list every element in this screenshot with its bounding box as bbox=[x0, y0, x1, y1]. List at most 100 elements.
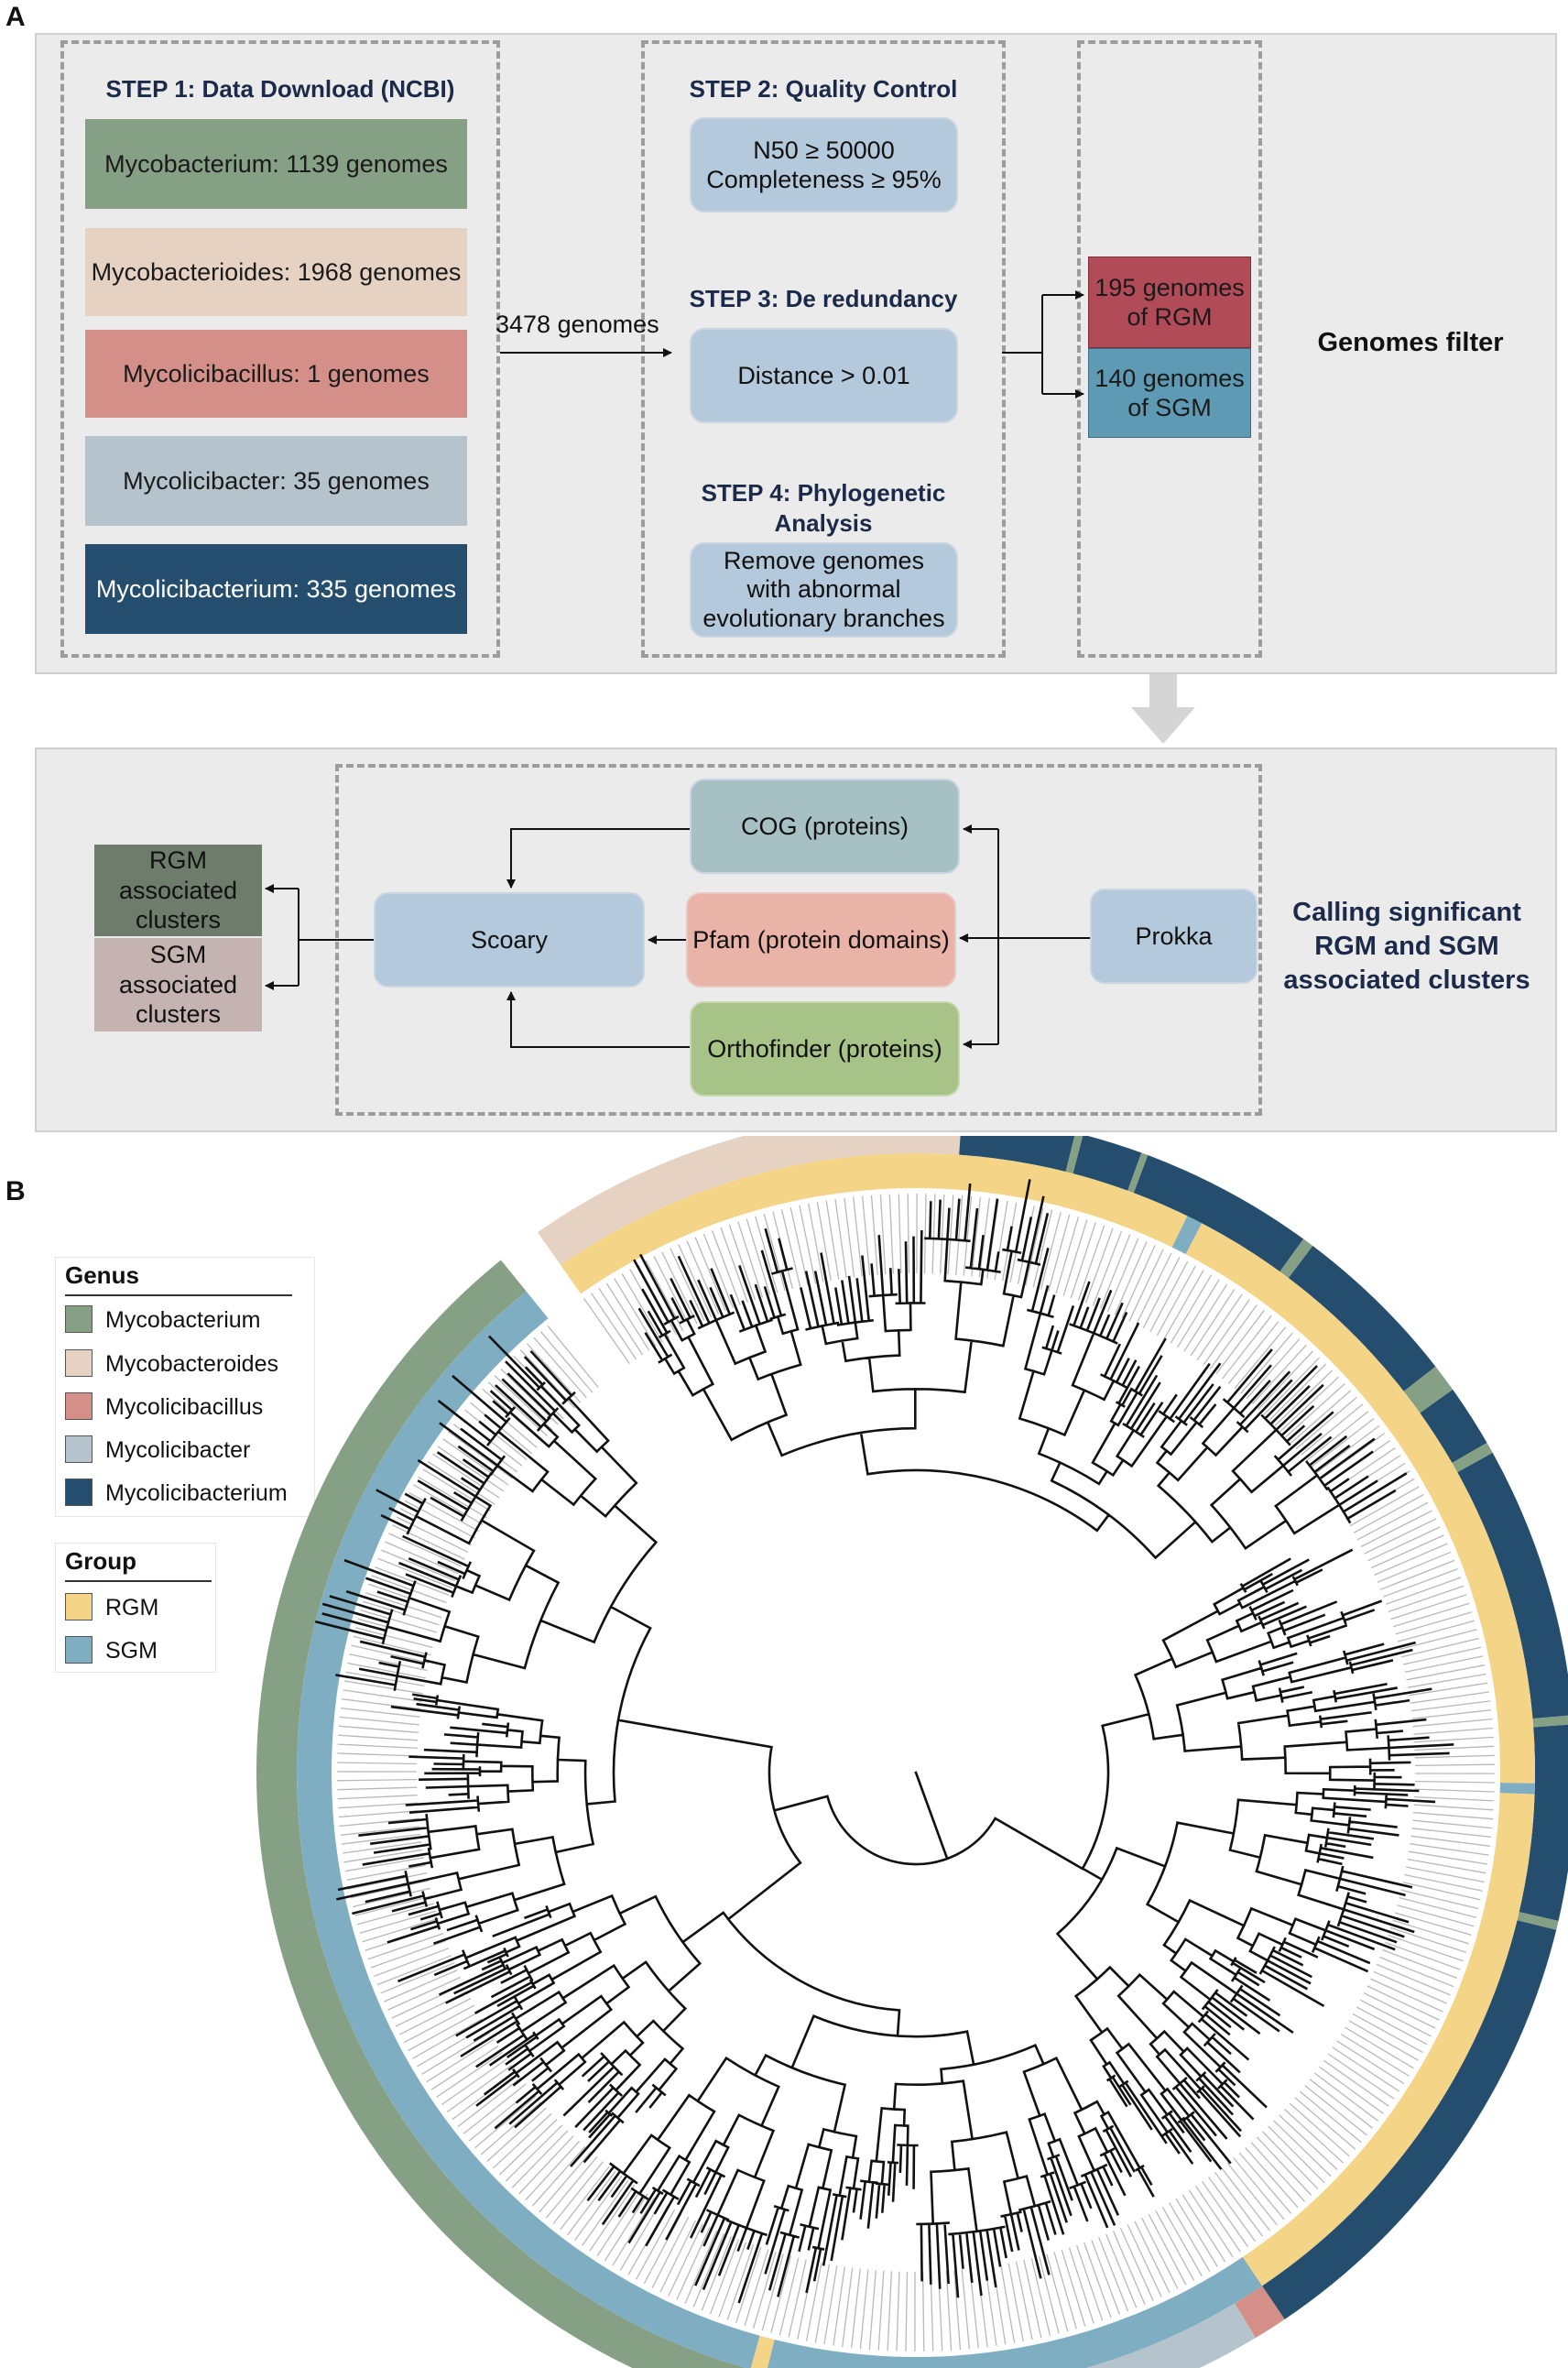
genus-ring-segment bbox=[1420, 1389, 1487, 1463]
genus-ring-segment bbox=[1519, 1724, 1568, 1921]
step1-title: STEP 1: Data Download (NCBI) bbox=[105, 75, 455, 103]
genus-box-mycobacterioides: Mycobacterioides: 1968 genomes bbox=[85, 228, 467, 316]
genus-ring-segment bbox=[1452, 1443, 1493, 1473]
group-ring-segment bbox=[297, 1291, 760, 2368]
quality-control-box: N50 ≥ 50000 Completeness ≥ 95% bbox=[690, 117, 958, 213]
genus-legend-rule bbox=[65, 1294, 292, 1296]
calling-line3: associated clusters bbox=[1283, 966, 1530, 996]
legend-label-mycobacterium: Mycobacterium bbox=[105, 1307, 261, 1333]
group-legend: Group RGM SGM bbox=[55, 1543, 216, 1673]
rgm-clusters-box: RGM associated clusters bbox=[94, 845, 262, 936]
step4-box-line1: Remove genomes bbox=[723, 547, 925, 575]
panel-b-letter: B bbox=[5, 1176, 26, 1206]
step2-title: STEP 2: Quality Control bbox=[689, 75, 958, 103]
group-ring-segment bbox=[1185, 1223, 1535, 1784]
down-arrow-icon bbox=[1131, 674, 1195, 744]
sgm-genomes-line1: 140 genomes bbox=[1094, 364, 1245, 392]
tree-branches bbox=[314, 1179, 1454, 2304]
group-ring bbox=[297, 1153, 1535, 2368]
group-ring-segment bbox=[1171, 1216, 1203, 1255]
step4-box-line2: with abnormal bbox=[746, 575, 901, 604]
genus-box-mycolicibacillus: Mycolicibacillus: 1 genomes bbox=[85, 330, 467, 418]
group-legend-rule bbox=[65, 1580, 212, 1582]
rgm-genomes-line2: of RGM bbox=[1127, 303, 1213, 331]
group-ring-segment bbox=[561, 1153, 1188, 1294]
genus-box-mycolicibacter: Mycolicibacter: 35 genomes bbox=[85, 436, 467, 526]
calling-line1: Calling significant bbox=[1292, 898, 1521, 927]
genus-ring-segment bbox=[1127, 1152, 1149, 1194]
step4-box-line3: evolutionary branches bbox=[702, 604, 945, 632]
cog-box: COG (proteins) bbox=[690, 779, 960, 874]
pfam-box: Pfam (protein domains) bbox=[686, 892, 956, 988]
leaf-labels bbox=[336, 1193, 1496, 2352]
genomes-filter-label: Genomes filter bbox=[1317, 328, 1504, 357]
rgm-clusters-line3: clusters bbox=[135, 906, 222, 934]
genus-ring-segment bbox=[1086, 2303, 1256, 2368]
rgm-genomes-line1: 195 genomes bbox=[1094, 273, 1245, 301]
legend-label-rgm: RGM bbox=[105, 1595, 159, 1620]
genus-ring-segment bbox=[1517, 1912, 1559, 1930]
genus-ring-segment bbox=[1403, 1366, 1454, 1413]
sgm-genomes-line2: of SGM bbox=[1127, 394, 1212, 421]
genus-ring-segment bbox=[959, 1136, 1075, 1173]
genus-ring-segment bbox=[538, 1136, 961, 1266]
genus-ring-segment bbox=[1457, 1452, 1568, 1719]
step1-dashed-group bbox=[60, 40, 500, 658]
genus-box-mycolicibacterium: Mycolicibacterium: 335 genomes bbox=[85, 544, 467, 634]
qc-criterion-completeness: Completeness ≥ 95% bbox=[706, 166, 942, 193]
legend-label-sgm: SGM bbox=[105, 1638, 158, 1664]
genus-ring-segment bbox=[1235, 2286, 1285, 2339]
genus-ring-segment bbox=[256, 1260, 746, 2368]
sgm-clusters-line1: SGM bbox=[149, 941, 207, 969]
legend-label-mycolicibacterium: Mycolicibacterium bbox=[105, 1480, 288, 1506]
genus-legend: Genus Mycobacterium Mycobacteroides Myco… bbox=[55, 1257, 315, 1517]
qc-criterion-n50: N50 ≥ 50000 bbox=[753, 136, 895, 164]
phylogenetic-tree bbox=[256, 1136, 1568, 2368]
leaf-label-ticks bbox=[336, 1193, 1496, 2352]
genus-ring bbox=[256, 1136, 1568, 2368]
step4-title-line1: STEP 4: Phylogenetic bbox=[701, 479, 946, 507]
genus-legend-title: Genus bbox=[65, 1261, 139, 1289]
sgm-clusters-box: SGM associated clusters bbox=[94, 938, 262, 1031]
genus-ring-segment bbox=[1262, 1920, 1557, 2319]
step4-title: STEP 4: Phylogenetic Analysis bbox=[641, 478, 1006, 540]
sgm-clusters-line2: associated bbox=[118, 970, 238, 998]
legend-label-mycobacteroides: Mycobacteroides bbox=[105, 1351, 278, 1377]
rgm-clusters-line2: associated bbox=[118, 876, 238, 904]
genus-ring-segment bbox=[1279, 1239, 1313, 1279]
steps-2-4-dashed-group bbox=[641, 40, 1006, 658]
legend-swatch-mycolicibacter bbox=[65, 1435, 93, 1463]
rgm-clusters-line1: RGM bbox=[149, 846, 207, 875]
legend-swatch-mycobacteroides bbox=[65, 1349, 93, 1377]
genus-ring-segment bbox=[1133, 1155, 1304, 1272]
tree-branch-paths bbox=[314, 1179, 1454, 2304]
panel-a-letter: A bbox=[5, 2, 26, 32]
group-ring-segment bbox=[1499, 1783, 1535, 1795]
scoary-box: Scoary bbox=[374, 892, 645, 988]
genus-ring-segment bbox=[1532, 1715, 1568, 1728]
group-ring-segment bbox=[750, 2335, 775, 2368]
legend-swatch-mycolicibacillus bbox=[65, 1392, 93, 1420]
legend-swatch-rgm bbox=[65, 1593, 93, 1620]
step3-title: STEP 3: De redundancy bbox=[689, 285, 958, 312]
group-ring-segment bbox=[767, 2256, 1263, 2368]
calling-clusters-label: Calling significant RGM and SGM associat… bbox=[1269, 896, 1544, 998]
genus-ring-segment bbox=[1073, 1136, 1142, 1191]
rgm-genomes-box: 195 genomes of RGM bbox=[1088, 256, 1251, 348]
orthofinder-box: Orthofinder (proteins) bbox=[690, 1001, 960, 1097]
sgm-clusters-line3: clusters bbox=[135, 1000, 222, 1029]
output-dashed-group bbox=[1077, 40, 1262, 658]
step4-title-line2: Analysis bbox=[774, 509, 873, 538]
legend-label-mycolicibacillus: Mycolicibacillus bbox=[105, 1394, 264, 1420]
pipeline-connectors bbox=[265, 290, 1090, 1049]
prokka-box: Prokka bbox=[1090, 889, 1258, 984]
phylogenetic-filter-box: Remove genomes with abnormal evolutionar… bbox=[690, 542, 958, 638]
genome-count-label: 3478 genomes bbox=[495, 311, 659, 338]
sgm-genomes-box: 140 genomes of SGM bbox=[1088, 348, 1251, 438]
legend-label-mycolicibacter: Mycolicibacter bbox=[105, 1437, 251, 1463]
group-ring-segment bbox=[1242, 1793, 1535, 2286]
calling-line2: RGM and SGM bbox=[1314, 932, 1499, 962]
group-legend-title: Group bbox=[65, 1547, 136, 1575]
de-redundancy-box: Distance > 0.01 bbox=[690, 328, 958, 423]
legend-swatch-sgm bbox=[65, 1636, 93, 1664]
